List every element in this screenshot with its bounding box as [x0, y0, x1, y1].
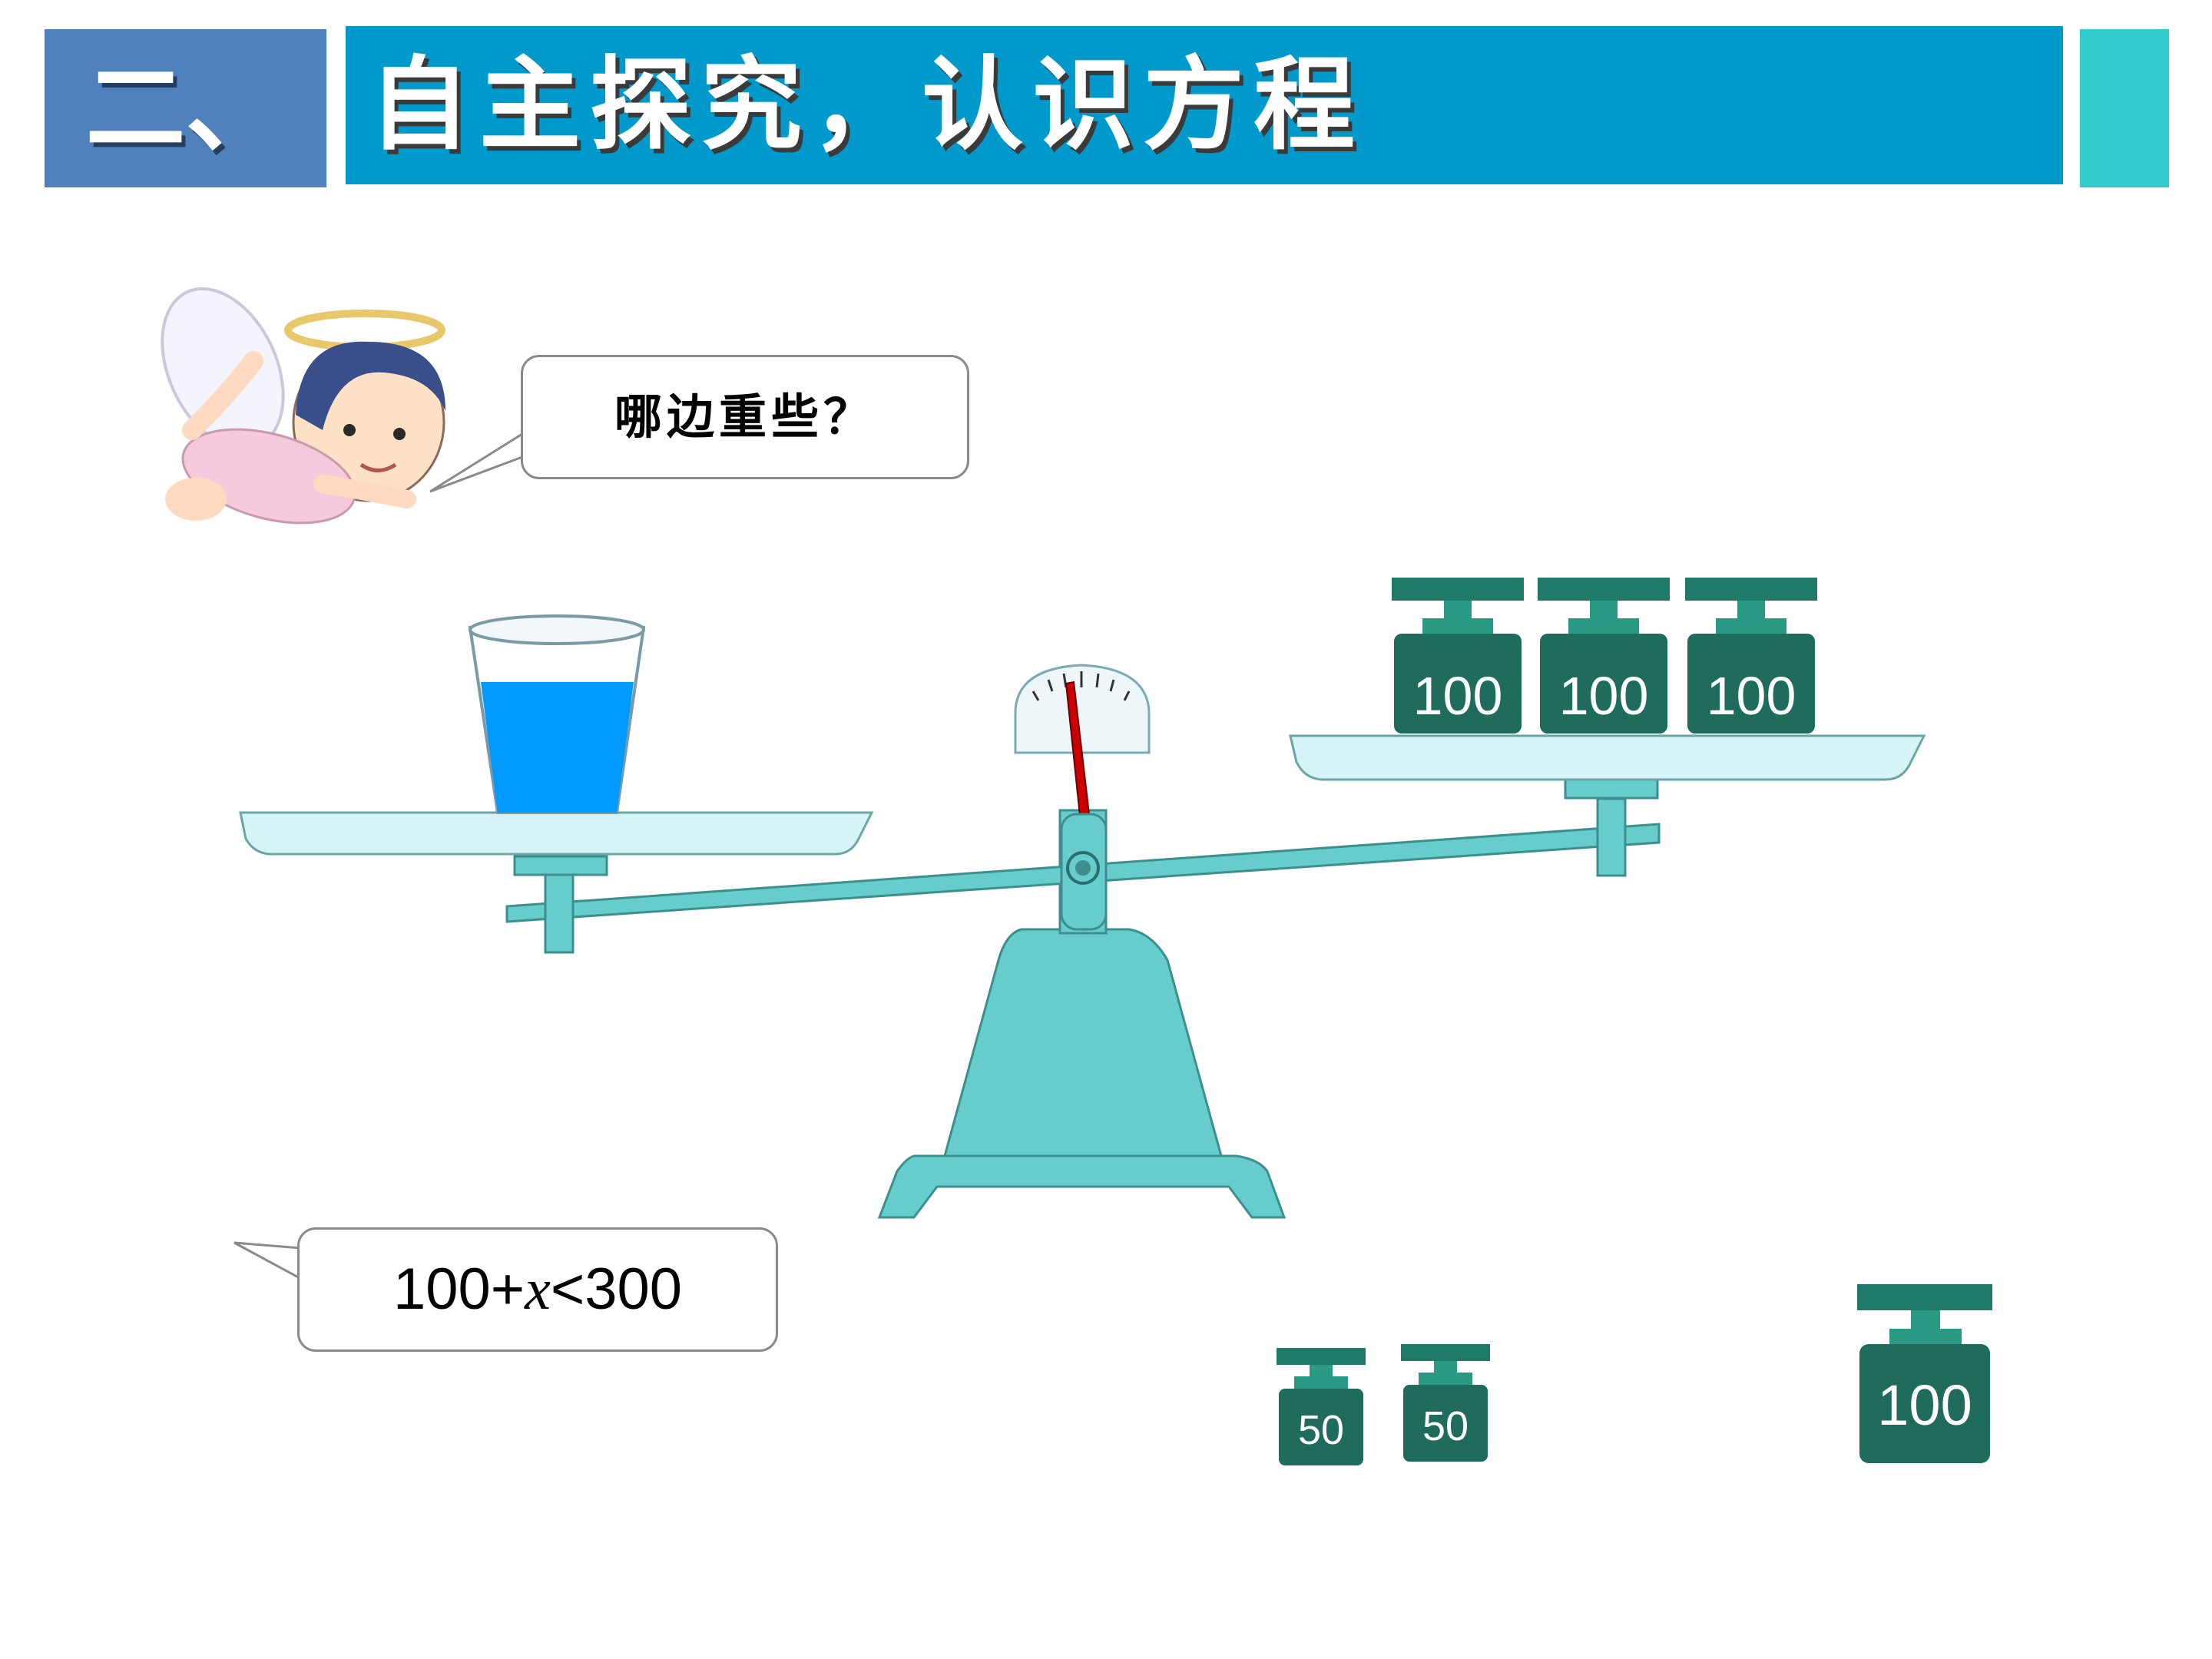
weight-label: 50 [1298, 1407, 1344, 1453]
weight-100-icon: 100 [1392, 578, 1524, 733]
inequality-suffix: <300 [550, 1257, 683, 1322]
accent-block [2080, 29, 2169, 187]
weight-100-icon: 100 [1538, 578, 1670, 733]
scale-pivot [1060, 813, 1108, 931]
inequality-variable: x [525, 1257, 551, 1322]
title-bar: 自主探究，认识方程 [346, 26, 2063, 184]
speech-tail-bottom [233, 1241, 303, 1281]
inequality-prefix: 100+ [392, 1257, 525, 1322]
speech-bubble-question: 哪边重些？ [521, 355, 969, 479]
speech-bubble-inequality: 100+x<300 [297, 1227, 778, 1352]
weight-100-icon: 100 [1685, 578, 1817, 733]
inequality-text: 100+x<300 [300, 1230, 776, 1349]
weight-label: 100 [1877, 1373, 1972, 1437]
section-number: 二、 [45, 29, 326, 187]
weight-50-icon: 50 [1277, 1348, 1366, 1465]
spare-weights: 50 50 100 [1277, 1284, 1992, 1465]
weight-50-icon: 50 [1401, 1344, 1490, 1462]
right-pan [1289, 734, 1926, 781]
right-pan-weights: 100 100 100 [1392, 578, 1817, 733]
water-glass-icon [468, 614, 646, 814]
weight-label: 50 [1422, 1403, 1469, 1449]
weight-100-icon: 100 [1857, 1284, 1992, 1463]
left-pan [239, 811, 874, 856]
angel-illustration [161, 287, 445, 525]
weight-label: 100 [1559, 666, 1649, 726]
question-text: 哪边重些？ [614, 389, 876, 445]
scale-dial [1014, 664, 1151, 754]
weight-label: 100 [1413, 666, 1503, 726]
speech-tail-top [429, 432, 524, 493]
slide-title: 自主探究，认识方程 [369, 45, 1364, 164]
weight-label: 100 [1707, 666, 1796, 726]
